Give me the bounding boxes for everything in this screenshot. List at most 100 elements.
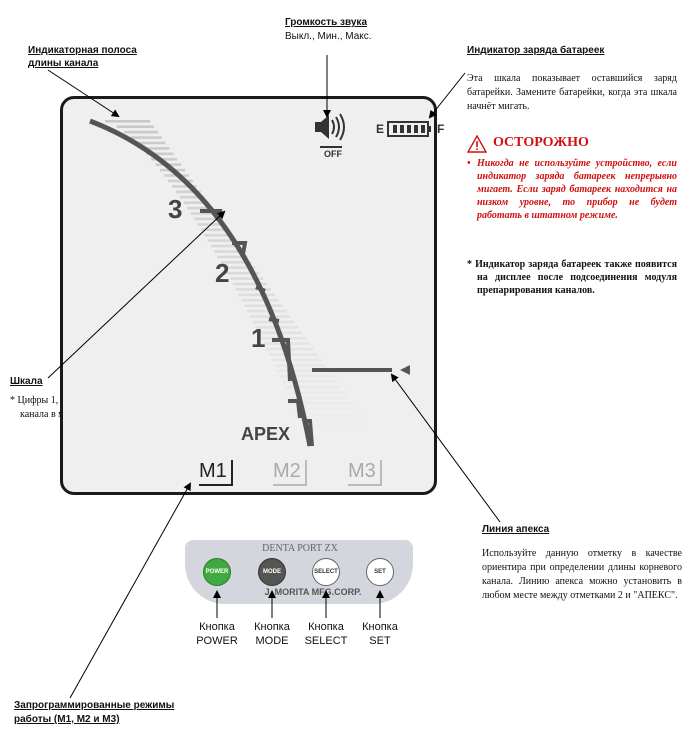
indicator-bar: [290, 396, 349, 400]
speaker-icon: [315, 113, 345, 141]
volume-title: Громкость звука: [285, 17, 368, 28]
warning-triangle-icon: [467, 135, 487, 153]
set-button[interactable]: SET: [366, 558, 394, 586]
off-label: OFF: [324, 149, 342, 159]
indicator-bar: [310, 440, 380, 443]
battery-description: Эта шкала показывает оставшийся заряд ба…: [467, 73, 677, 112]
indicator-bar: [136, 141, 166, 145]
indicator-bar: [183, 201, 209, 204]
indicator-bar: [105, 120, 150, 123]
caution-body: • Никогда не используйте устройство, есл…: [467, 157, 677, 222]
indicator-bar: [305, 429, 373, 432]
mode-button[interactable]: MODE: [258, 558, 286, 586]
indicator-bar: [146, 152, 174, 156]
caption-power-line1: Кнопка: [199, 621, 235, 633]
power-button-label: POWER: [205, 569, 229, 575]
tick-a: [255, 285, 266, 293]
tick-c: [288, 399, 302, 419]
indicator-bar: [211, 244, 240, 248]
caption-select: Кнопка SELECT: [296, 620, 356, 648]
indicator-bar: [247, 309, 287, 313]
battery-icon: [387, 121, 431, 137]
apex-line-title: Линия апекса: [482, 524, 550, 535]
select-button[interactable]: SELECT: [312, 558, 340, 586]
canal-length-bars: [105, 120, 380, 443]
scale-number-1: 1: [251, 323, 266, 353]
off-underline: [320, 146, 342, 148]
indicator-bar: [302, 423, 369, 427]
mode-button-m2[interactable]: M2: [273, 460, 307, 486]
tick-1: [272, 338, 292, 382]
indicator-bar: [130, 136, 162, 139]
indicator-bar: [277, 369, 330, 373]
indicator-bar: [179, 195, 205, 199]
scale-number-2: 2: [215, 258, 230, 288]
indicator-bar: [176, 190, 201, 194]
indicator-bar: [226, 271, 260, 275]
tick-2: [232, 241, 248, 255]
indicator-bar: [217, 255, 248, 259]
modes-label-line2: работы (M1, M2 и M3): [14, 714, 120, 725]
tick-apex: [303, 419, 314, 447]
indicator-bar: [116, 125, 154, 128]
apex-line-description: Используйте данную отметку в качестве ор…: [482, 548, 682, 601]
scale-title: Шкала: [10, 376, 43, 387]
indicator-bar: [229, 277, 264, 280]
indicator-bar: [244, 304, 283, 307]
panel-maker: J. MORITA MFG.CORP.: [264, 587, 362, 597]
caption-mode: Кнопка MODE: [242, 620, 302, 648]
indicator-bar: [168, 179, 193, 183]
caution-header: ОСТОРОЖНО: [467, 135, 677, 157]
scale-ticks: [200, 209, 314, 447]
indicator-bar: [124, 130, 158, 134]
indicator-bar: [282, 380, 338, 383]
indicator-bar: [285, 385, 341, 389]
caption-mode-line2: MODE: [255, 635, 289, 647]
canal-bar-label-line1: Индикаторная полоса: [28, 45, 137, 56]
indicator-bar: [271, 358, 322, 362]
indicator-bar: [232, 282, 267, 286]
apex-marker-icon: [400, 365, 410, 375]
modes-label-line1: Запрограммированные режимы: [14, 700, 175, 711]
power-button[interactable]: POWER: [203, 558, 231, 586]
caption-select-line2: SELECT: [304, 635, 348, 647]
battery-note-text: * Индикатор заряда батареек также появит…: [467, 259, 677, 296]
indicator-bar: [151, 158, 178, 161]
indicator-bar: [250, 315, 291, 318]
battery-note: * Индикатор заряда батареек также появит…: [467, 258, 677, 297]
caption-set: Кнопка SET: [350, 620, 410, 648]
indicator-bar: [187, 206, 213, 210]
caption-power-line2: POWER: [196, 635, 238, 647]
mode-button-label: MODE: [263, 569, 281, 575]
apex-label: APEX: [241, 424, 291, 444]
caution-bullet: •: [467, 158, 471, 169]
indicator-bar: [307, 434, 377, 438]
indicator-bar: [300, 418, 365, 421]
caption-set-line1: Кнопка: [362, 621, 398, 633]
caption-set-line2: SET: [369, 635, 391, 647]
battery-e-label: E: [376, 122, 385, 136]
indicator-bar: [274, 364, 326, 367]
mode-button-m3[interactable]: M3: [348, 460, 382, 486]
battery-title: Индикатор заряда батареек: [467, 45, 605, 56]
volume-options: Выкл., Мин., Макс.: [285, 31, 372, 42]
canal-bar-label-line2: длины канала: [28, 58, 99, 69]
indicator-bar: [295, 407, 357, 411]
indicator-bar: [235, 288, 271, 291]
indicator-bar: [279, 374, 334, 378]
tick-b: [268, 317, 280, 323]
scale-arc: [89, 118, 313, 447]
scale-number-3: 3: [168, 194, 183, 224]
indicator-bar: [297, 412, 361, 416]
mode-button-m1[interactable]: M1: [199, 460, 233, 486]
arrow-modes: [69, 482, 191, 699]
set-button-label: SET: [374, 569, 386, 575]
caution-text: Никогда не используйте устройство, если …: [477, 158, 677, 221]
indicator-bar: [172, 185, 197, 188]
battery-f-label: F: [437, 122, 445, 136]
caption-power: Кнопка POWER: [187, 620, 247, 648]
indicator-bar: [220, 261, 252, 264]
indicator-bar: [214, 250, 244, 253]
indicator-bar: [238, 293, 275, 297]
panel-brand: DENTA PORT ZX: [262, 543, 338, 554]
